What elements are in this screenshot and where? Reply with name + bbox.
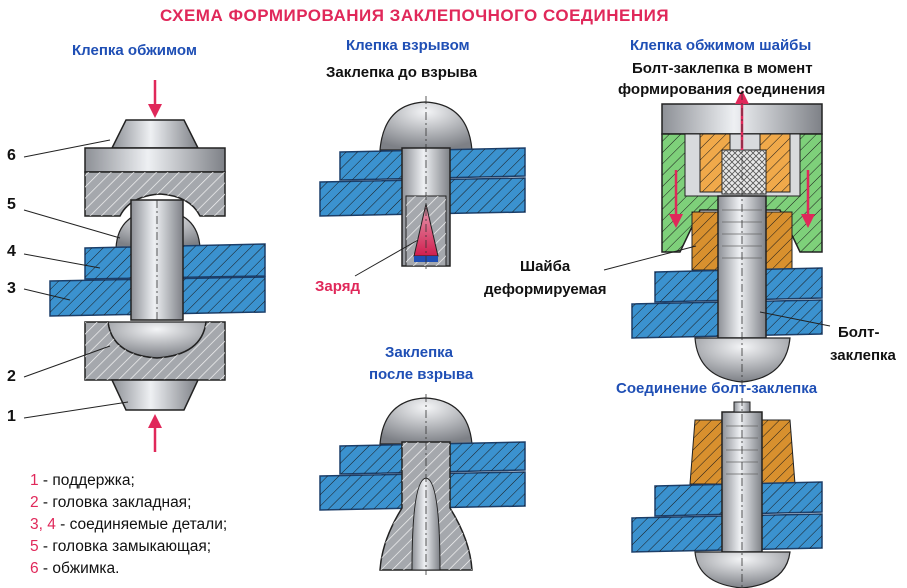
bolt-joint-figure [631, 398, 823, 588]
callout-4: 4 [7, 243, 16, 260]
legend-item: 5 - головка замыкающая; [30, 536, 227, 558]
legend-item: 3, 4 - соединяемые детали; [30, 514, 227, 536]
callout-1: 1 [7, 408, 16, 425]
legend-num: 3, 4 [30, 516, 56, 533]
legend-num: 2 [30, 494, 39, 511]
bolt-label-line1: Болт- [838, 324, 880, 341]
legend-item: 1 - поддержка; [30, 470, 227, 492]
bolt-head [694, 337, 791, 383]
callout-2: 2 [7, 368, 16, 385]
crimp-rivet-figure [23, 80, 266, 452]
legend-num: 1 [30, 472, 39, 489]
crimp-heading: Клепка обжимом [72, 42, 197, 59]
legend-text: - поддержка; [38, 472, 135, 489]
washer-moment-figure [603, 90, 831, 386]
charge-label: Заряд [315, 278, 360, 295]
before-explosion-label: Заклепка до взрыва [326, 64, 478, 81]
diagram-title: СХЕМА ФОРМИРОВАНИЯ ЗАКЛЕПОЧНОГО СОЕДИНЕН… [160, 6, 670, 25]
rivet-dome-before [379, 101, 473, 151]
crimp-tool-top [110, 119, 200, 149]
crimp-tool-body [84, 147, 226, 173]
joint-bolt-head [694, 551, 791, 588]
legend-text: - обжимка. [38, 560, 120, 577]
after-explosion-line1: Заклепка [385, 344, 454, 361]
after-explosion-line2: после взрыва [369, 366, 474, 383]
legend-text: - головка замыкающая; [38, 538, 212, 555]
washer-label-line2: деформируемая [484, 281, 607, 298]
legend-item: 6 - обжимка. [30, 558, 227, 580]
legend: 1 - поддержка; 2 - головка закладная; 3,… [30, 470, 227, 580]
explosion-heading: Клепка взрывом [346, 37, 470, 54]
support-base [110, 379, 200, 411]
arrow-head-top [148, 104, 162, 118]
bolt-label-line2: заклепка [830, 347, 896, 364]
washer-heading: Клепка обжимом шайбы [630, 37, 812, 54]
callout-6: 6 [7, 147, 16, 164]
moment-line1: Болт-заклепка в момент [632, 60, 813, 77]
legend-text: - соединяемые детали; [55, 516, 228, 533]
moment-line2: формирования соединения [618, 81, 826, 98]
callout-3: 3 [7, 280, 16, 297]
legend-item: 2 - головка закладная; [30, 492, 227, 514]
explosion-after-figure [319, 394, 526, 575]
arrow-head-bottom [148, 414, 162, 428]
callout-5: 5 [7, 196, 16, 213]
legend-num: 5 [30, 538, 39, 555]
joint-heading: Соединение болт-заклепка [616, 380, 818, 397]
explosion-before-figure [319, 96, 526, 277]
washer-label-line1: Шайба [520, 258, 571, 275]
legend-text: - головка закладная; [38, 494, 192, 511]
legend-num: 6 [30, 560, 39, 577]
